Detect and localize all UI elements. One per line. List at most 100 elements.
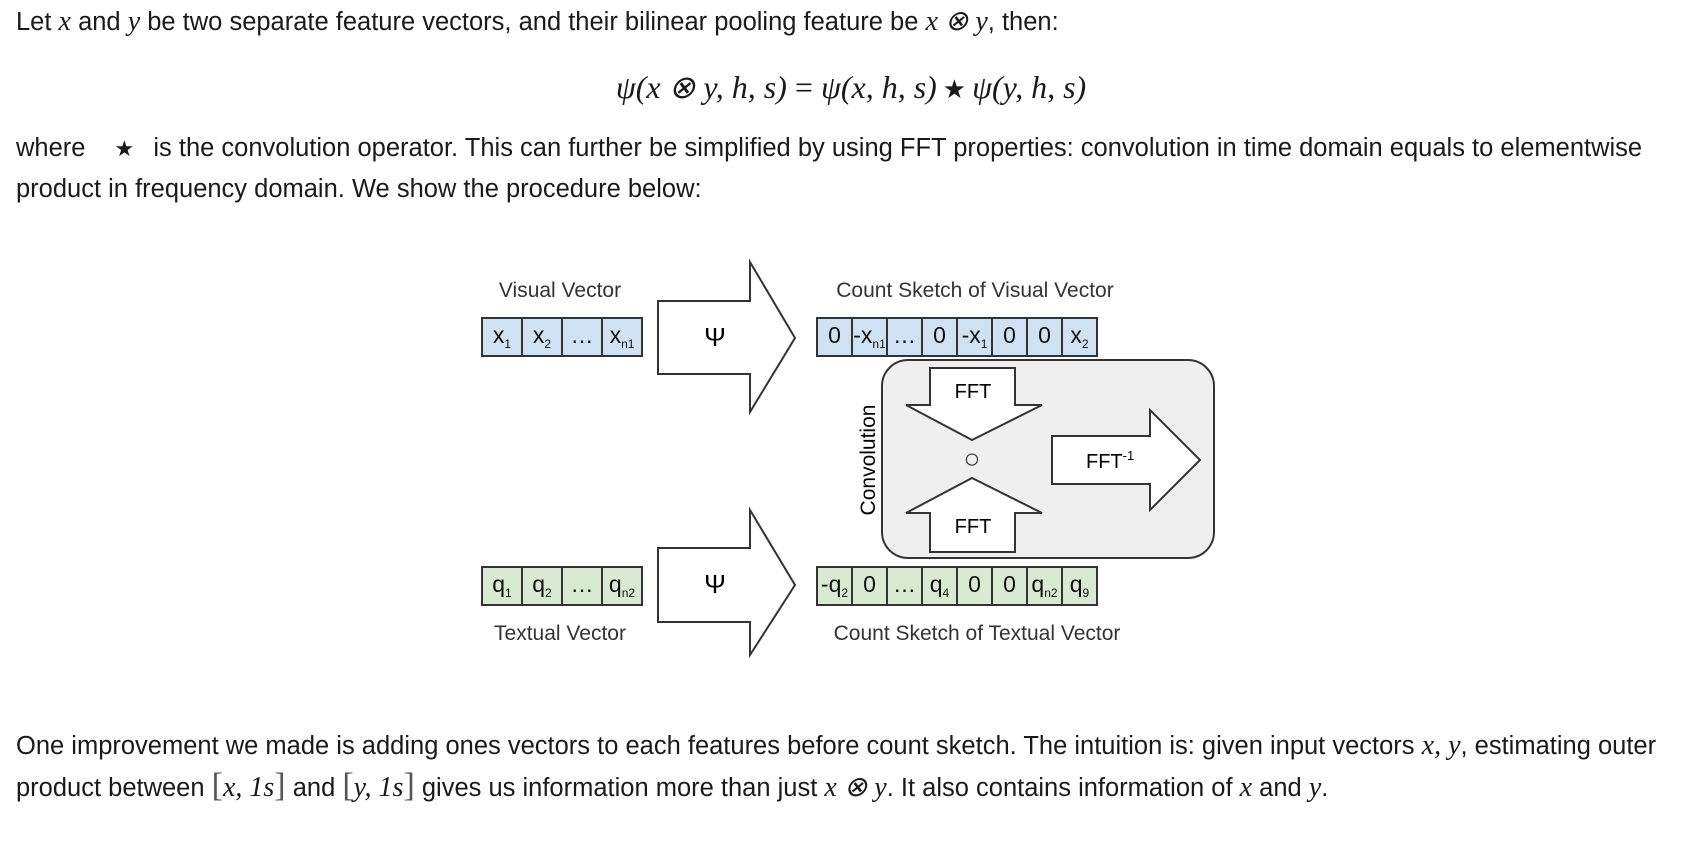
vector-cell-label: qn2 bbox=[1031, 571, 1057, 600]
math-y: y bbox=[1308, 772, 1322, 803]
vector-cell bbox=[816, 317, 853, 357]
vector-cell-label: qn2 bbox=[609, 571, 635, 600]
vector-cell bbox=[921, 566, 958, 606]
ifft-text: FFT bbox=[1086, 451, 1123, 473]
vector-cell bbox=[521, 317, 563, 357]
fft-arrow-down: FFT bbox=[905, 367, 1043, 442]
textual-vector-label: Textual Vector bbox=[494, 622, 626, 645]
vector-cell-label: … bbox=[571, 571, 594, 597]
text: , estimating outer product between bbox=[16, 732, 1657, 802]
psi-symbol: ψ bbox=[820, 69, 841, 105]
vector-cell-label: xn1 bbox=[610, 322, 635, 351]
text: where bbox=[16, 134, 93, 162]
vector-cell-label: q1 bbox=[492, 571, 512, 600]
vector-cell-label: … bbox=[571, 322, 594, 348]
vector-cell-label: q4 bbox=[930, 571, 950, 600]
inverse-fft-label: FFT-1 bbox=[1086, 448, 1134, 473]
equation-rhs2-args: (y, h, s) bbox=[991, 69, 1087, 105]
ifft-superscript: -1 bbox=[1123, 448, 1135, 463]
vector-cell bbox=[956, 317, 993, 357]
text: One improvement we made is adding ones v… bbox=[16, 732, 1422, 760]
vector-cell bbox=[1061, 317, 1098, 357]
math-x-otimes-y: x ⊗ y bbox=[824, 772, 887, 803]
bracket-close: ] bbox=[403, 767, 415, 804]
vector-cell bbox=[601, 566, 643, 606]
visual-vector-cells: x1 x2 … xn1 bbox=[481, 317, 643, 357]
bracket-open: [ bbox=[342, 767, 354, 804]
equation-lhs-args: (x ⊗ y, h, s) bbox=[635, 69, 787, 105]
math-x: x bbox=[58, 6, 71, 37]
math-y: y bbox=[127, 6, 141, 37]
bracket-close: ] bbox=[274, 767, 286, 804]
vector-cell bbox=[816, 566, 853, 606]
vector-cell bbox=[886, 566, 923, 606]
psi-label: Ψ bbox=[704, 569, 726, 599]
star-operator: ★ bbox=[114, 136, 135, 161]
bracket-open: [ bbox=[211, 767, 223, 804]
vector-cell bbox=[921, 317, 958, 357]
vector-cell-label: x1 bbox=[493, 322, 512, 351]
psi-label: Ψ bbox=[704, 322, 726, 352]
psi-arrow-visual: Ψ bbox=[657, 258, 797, 416]
intro-paragraph: Let x and y be two separate feature vect… bbox=[16, 2, 1688, 42]
vector-cell-label: -xn1 bbox=[853, 322, 886, 351]
count-sketch-textual-label: Count Sketch of Textual Vector bbox=[834, 622, 1121, 645]
textual-vector-cells: q1 q2 … qn2 bbox=[481, 566, 643, 606]
star-operator: ★ bbox=[942, 75, 967, 104]
text: is the convolution operator. This can fu… bbox=[16, 134, 1643, 203]
vector-cell-label: … bbox=[893, 571, 916, 597]
text: and bbox=[1252, 774, 1309, 802]
vector-cell-label: q2 bbox=[532, 571, 552, 600]
text: Let bbox=[16, 8, 59, 36]
bilinear-equation: ψ(x ⊗ y, h, s) = ψ(x, h, s)★ψ(y, h, s) bbox=[0, 68, 1702, 106]
psi-symbol: ψ bbox=[615, 69, 636, 105]
psi-symbol: ψ bbox=[972, 69, 992, 105]
vector-cell bbox=[1026, 566, 1063, 606]
text: . It also contains information of bbox=[886, 774, 1240, 802]
text: gives us information more than just bbox=[414, 774, 825, 802]
text: and bbox=[285, 774, 343, 802]
visual-vector-label: Visual Vector bbox=[499, 279, 621, 302]
vector-cell-label: 0 bbox=[933, 322, 946, 348]
math-x: x bbox=[1239, 772, 1253, 803]
elementwise-product-icon: ○ bbox=[964, 443, 981, 474]
text: , then: bbox=[987, 8, 1059, 36]
math-x-y: x, y bbox=[1421, 730, 1461, 761]
vector-cell-label: 0 bbox=[1003, 322, 1016, 348]
convolution-label: Convolution bbox=[857, 405, 880, 516]
math-x-1s: x, 1s bbox=[222, 772, 275, 803]
text: be two separate feature vectors, and the… bbox=[140, 8, 926, 36]
fft-label: FFT bbox=[955, 381, 992, 403]
fft-arrow-up: FFT bbox=[905, 476, 1043, 553]
vector-cell bbox=[521, 566, 563, 606]
inverse-fft-arrow: FFT-1 bbox=[1051, 407, 1202, 513]
psi-arrow-textual: Ψ bbox=[657, 506, 797, 659]
vector-cell-label: -q2 bbox=[821, 571, 848, 600]
math-x-otimes-y: x ⊗ y bbox=[925, 6, 988, 37]
vector-cell-label: 0 bbox=[1038, 322, 1051, 348]
equation-rhs1-args: (x, h, s) bbox=[840, 69, 937, 105]
vector-cell bbox=[481, 566, 523, 606]
text: . bbox=[1321, 774, 1329, 802]
vector-cell bbox=[561, 317, 603, 357]
vector-cell bbox=[991, 566, 1028, 606]
vector-cell-label: x2 bbox=[1070, 322, 1089, 351]
vector-cell-label: 0 bbox=[1003, 571, 1016, 597]
math-y-1s: y, 1s bbox=[353, 772, 404, 803]
vector-cell-label: 0 bbox=[828, 322, 841, 348]
improvement-paragraph: One improvement we made is adding ones v… bbox=[16, 726, 1688, 808]
count-sketch-visual-label: Count Sketch of Visual Vector bbox=[836, 279, 1113, 302]
vector-cell-label: x2 bbox=[533, 322, 552, 351]
convolution-paragraph: where ★ is the convolution operator. Thi… bbox=[16, 128, 1688, 209]
vector-cell-label: q9 bbox=[1070, 571, 1090, 600]
vector-cell bbox=[1061, 566, 1098, 606]
vector-cell-label: -x1 bbox=[962, 322, 988, 351]
vector-cell-label: 0 bbox=[863, 571, 876, 597]
vector-cell bbox=[956, 566, 993, 606]
vector-cell-label: 0 bbox=[968, 571, 981, 597]
vector-cell bbox=[601, 317, 643, 357]
fft-label: FFT bbox=[955, 516, 992, 538]
